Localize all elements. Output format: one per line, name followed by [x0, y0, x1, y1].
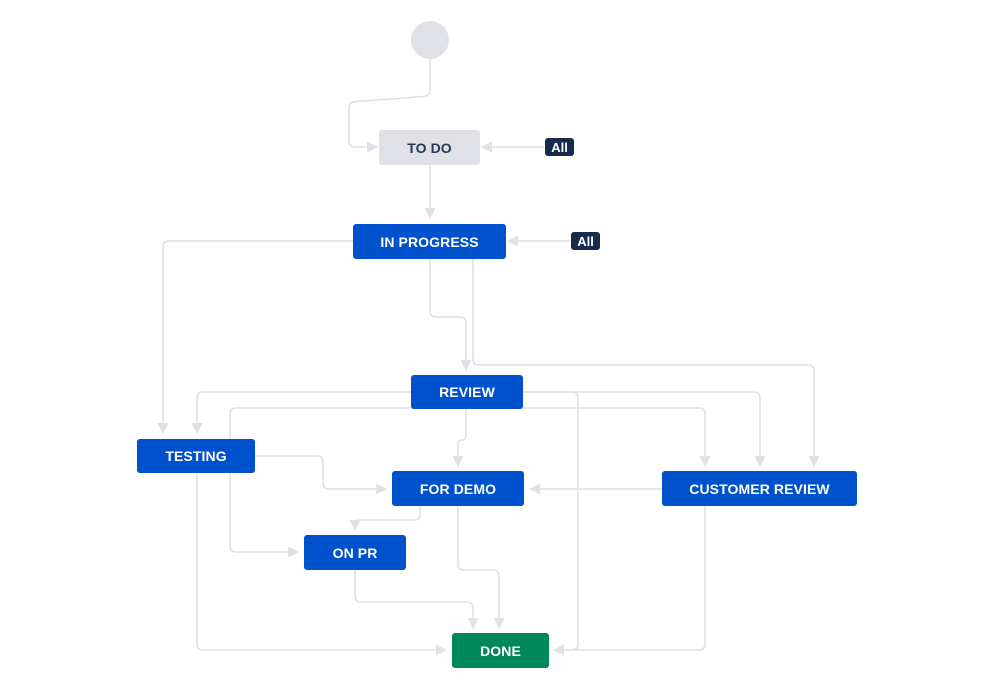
status-todo[interactable]: TO DO	[379, 130, 480, 165]
start-node	[411, 21, 449, 59]
status-customer-review[interactable]: CUSTOMER REVIEW	[662, 471, 857, 506]
status-done[interactable]: DONE	[452, 633, 549, 668]
status-testing[interactable]: TESTING	[137, 439, 255, 473]
edge-testing-done	[196, 473, 448, 656]
edge-testing-fordemo	[255, 455, 388, 495]
status-for-demo[interactable]: FOR DEMO	[392, 471, 524, 506]
edge-fordemo-done	[457, 506, 505, 630]
edge-review-fordemo	[452, 409, 467, 468]
edge-inprogress-custreview	[472, 259, 820, 468]
edge-testing-onpr	[229, 473, 300, 558]
edge-inprogress-testing	[157, 240, 353, 435]
edge-fordemo-onpr	[349, 506, 421, 532]
edge-testing-custreview	[229, 407, 711, 473]
all-transition-badge-in-progress[interactable]: All	[571, 232, 600, 250]
edge-review-done	[523, 391, 579, 656]
edge-review-custreview	[523, 391, 766, 468]
all-transition-badge-todo[interactable]: All	[545, 138, 574, 156]
edge-review-testing	[191, 391, 411, 435]
edge-onpr-done	[354, 570, 479, 630]
status-on-pr[interactable]: ON PR	[304, 535, 406, 570]
edge-start-todo	[348, 59, 431, 153]
edge-custreview-done	[552, 506, 706, 656]
status-review[interactable]: REVIEW	[411, 375, 523, 409]
edge-inprogress-review	[429, 259, 472, 372]
status-in-progress[interactable]: IN PROGRESS	[353, 224, 506, 259]
